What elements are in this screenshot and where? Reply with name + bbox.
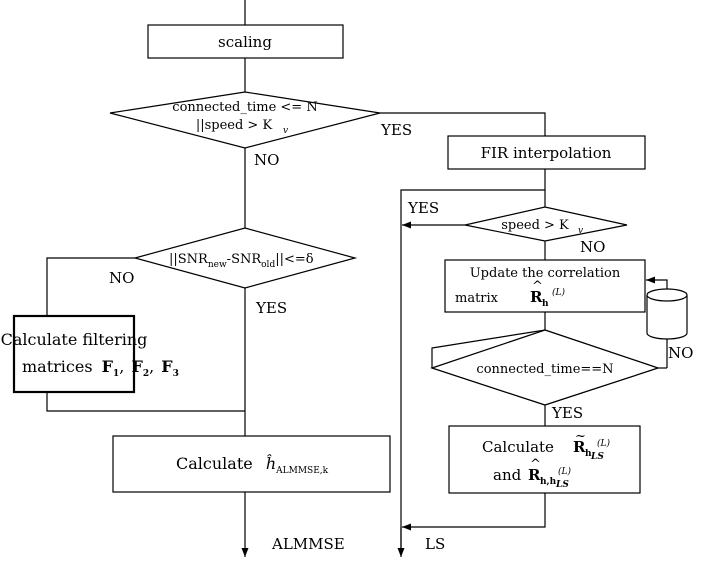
decision1-yes-connector [380, 112, 546, 136]
conn-no-label: NO [668, 344, 693, 362]
snr-old-subscript: old [261, 260, 275, 270]
svg-text:Calculate ĥALMMSE,k: Calculate ĥALMMSE,k [176, 453, 329, 476]
filter-F2: F [131, 357, 143, 376]
update-R-h-subscript: h [542, 299, 549, 309]
snr-no-connector [46, 257, 135, 316]
calc-r-symbol1: R [573, 438, 586, 456]
filtering-merge-connector [46, 392, 245, 412]
filtering-line1: Calculate filtering [1, 330, 148, 349]
decision1-k-subscript: v [283, 126, 288, 136]
svg-text:||SNRnew-SNRold||<=δ: ||SNRnew-SNRold||<=δ [169, 252, 314, 270]
calculate-r-box: Calculate R ~ h LS (L) and R ^ h,h LS (L… [448, 425, 641, 494]
snr-prefix: ||SNR [169, 252, 209, 267]
speed-k-subscript: v [578, 226, 583, 236]
update-R-hat: ^ [532, 279, 543, 294]
calc-r-hh-subscript: h,h [540, 477, 557, 487]
calc-r-ls-subscript: LS [590, 452, 604, 462]
calc-h-symbol: ĥ [266, 453, 276, 473]
filtering-matrices-box: Calculate filtering matrices F1, F2, F3 [1, 314, 179, 394]
database-icon [646, 288, 688, 340]
fir-interpolation-box: FIR interpolation [447, 135, 646, 170]
snr-yes-label: YES [255, 299, 287, 317]
update-R-L-superscript: (L) [552, 287, 565, 298]
filter-F3: F [161, 357, 173, 376]
conn-cond-label: connected_time==N [476, 362, 613, 377]
calc-r-L-sup2: (L) [558, 466, 571, 477]
snr-new-subscript: new [208, 260, 227, 270]
filter-sub1: 1 [113, 369, 119, 379]
scaling-label: scaling [218, 33, 272, 51]
calc-h-prefix: Calculate [176, 454, 253, 473]
filter-F1: F [102, 357, 114, 376]
update-line2: matrix [455, 291, 499, 306]
ls-output-label: LS [425, 535, 445, 553]
calc-r-to-bus-arrow [402, 493, 546, 531]
calc-r-ls-subscript2: LS [555, 480, 569, 490]
calc-r-L-sup1: (L) [597, 438, 610, 449]
speed-yes-label: YES [407, 199, 439, 217]
snr-suffix: ||<=δ [275, 252, 314, 267]
update-R-symbol: R [530, 288, 543, 306]
decision1-line2: ||speed > K [196, 118, 273, 133]
filtering-line2-prefix: matrices [22, 357, 93, 376]
decision-snr: ||SNRnew-SNRold||<=δ [132, 227, 358, 289]
almmse-output-label: ALMMSE [271, 535, 345, 553]
calc-r-line1: Calculate [482, 438, 554, 456]
svg-text:matrices F1, F2,: matrices F1, F2, F3 [22, 357, 179, 379]
calc-r-line2: and [493, 466, 522, 484]
calc-r-hat2: ^ [530, 457, 541, 472]
speed-no-label: NO [580, 238, 605, 256]
filter-sub2: 2 [143, 369, 149, 379]
calc-h-subscript: ALMMSE,k [275, 466, 329, 476]
filter-sub3: 3 [173, 369, 179, 379]
snr-dash: -SNR [227, 252, 263, 267]
scaling-box: scaling [147, 24, 344, 59]
decision-speed: speed > K v [464, 206, 628, 242]
fir-label: FIR interpolation [481, 144, 612, 162]
calculate-h-box: Calculate ĥALMMSE,k [112, 435, 391, 493]
update-correlation-box: Update the correlation matrix R ^ h (L) [444, 259, 646, 313]
calc-r-symbol2: R [528, 466, 541, 484]
calc-r-h-subscript: h [585, 449, 592, 459]
speed-cond-label: speed > K [501, 218, 569, 233]
ls-bus-line [400, 189, 545, 548]
calc-r-tilde: ~ [575, 429, 586, 444]
update-line1: Update the correlation [470, 266, 621, 281]
conn-yes-label: YES [551, 404, 583, 422]
snr-no-label: NO [109, 269, 134, 287]
decision-connected-time: connected_time==N [430, 329, 660, 406]
decision1-no-label: NO [254, 151, 279, 169]
decision1-yes-label: YES [380, 121, 412, 139]
decision1-line1: connected_time <= N [172, 100, 317, 115]
decision-connected-time-speed: connected_time <= N ||speed > K v [109, 91, 381, 149]
